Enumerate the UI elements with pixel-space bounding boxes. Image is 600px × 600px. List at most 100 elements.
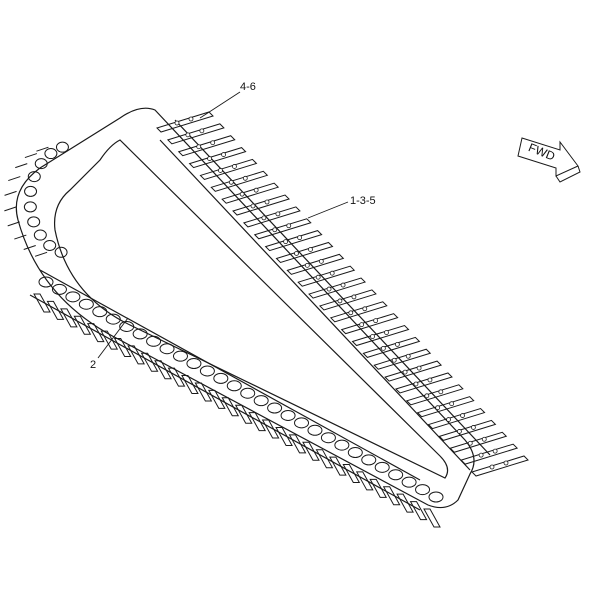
- chain-link: [267, 402, 283, 414]
- shoe-bolt: [207, 156, 212, 161]
- shoe-bolt: [471, 425, 476, 430]
- chain-link: [146, 335, 162, 347]
- shoe-bolt: [467, 440, 473, 446]
- shoe-bolt: [457, 429, 462, 434]
- upper-run-edge: [159, 139, 471, 471]
- shoe-bolt: [239, 191, 245, 197]
- track-shoe: [315, 449, 334, 469]
- shoe-bolt: [478, 452, 484, 458]
- track-shoe: [275, 426, 293, 446]
- chain-link: [294, 417, 310, 429]
- chain-link: [172, 350, 188, 362]
- track-shoe: [140, 352, 159, 372]
- shoe-bolt: [481, 436, 487, 442]
- shoe-bolt: [261, 215, 267, 221]
- chain-link: [51, 283, 67, 295]
- track-shoe: [342, 464, 361, 484]
- track-shoe: [423, 508, 441, 528]
- chain-link: [23, 201, 37, 213]
- shoe-bolt: [348, 310, 354, 316]
- shoe-bolt: [253, 187, 259, 193]
- chain-link: [240, 387, 256, 399]
- shoe-bolt: [362, 306, 368, 312]
- shoe-bolt: [308, 247, 313, 252]
- track-shoe: [261, 419, 280, 439]
- track-shoe: [369, 478, 388, 498]
- track-shoe: [409, 501, 428, 521]
- callout-label-1-3-5: 1-3-5: [350, 195, 376, 207]
- track-shoe: [73, 315, 92, 335]
- chain-link: [320, 432, 336, 444]
- shoe-bolt: [427, 377, 433, 383]
- shoe-bolt: [174, 120, 180, 126]
- chain-link: [27, 171, 41, 183]
- chain-link: [334, 439, 350, 451]
- track-shoe: [60, 308, 78, 328]
- track-shoe: [194, 382, 213, 402]
- upper-run-edge-2: [174, 119, 491, 456]
- track-shoe: [15, 163, 28, 169]
- shoe-bolt: [438, 389, 444, 395]
- shoe-bolt: [337, 298, 343, 304]
- chain-link: [43, 239, 57, 251]
- callout-label-2: 2: [90, 359, 96, 371]
- chain-link: [428, 491, 444, 503]
- shoe-bolt: [297, 235, 303, 241]
- chain-link: [186, 358, 202, 370]
- track-shoe: [396, 493, 414, 513]
- shoe-bolt: [294, 251, 299, 256]
- shoe-bolt: [221, 152, 226, 157]
- shoe-bolt: [218, 168, 223, 173]
- shoe-bolt: [394, 341, 400, 347]
- callout-leader-1-3-5: [307, 201, 349, 219]
- chain-link: [44, 148, 58, 160]
- shoe-bolt: [232, 164, 237, 169]
- callout-label-4-6: 4-6: [240, 81, 256, 93]
- chain-link: [132, 328, 148, 340]
- chain-link: [27, 216, 41, 228]
- track-shoe: [8, 176, 21, 182]
- track-shoe: [46, 300, 65, 320]
- shoe-bolt: [435, 405, 441, 411]
- track-inner-outline: [53, 139, 449, 479]
- chain-link: [280, 409, 296, 421]
- shoe-bolts: [174, 116, 509, 470]
- chain-link: [226, 380, 242, 392]
- shoe-bolt: [489, 464, 495, 470]
- track-shoe: [221, 397, 240, 417]
- track-shoe: [154, 360, 172, 380]
- chain-link: [388, 469, 404, 481]
- shoe-bolt: [340, 282, 346, 288]
- track-shoe: [127, 345, 145, 365]
- shoe-bolt: [315, 274, 321, 280]
- shoe-bolt: [384, 330, 389, 335]
- shoe-bolt: [283, 239, 289, 245]
- track-shoe: [113, 337, 132, 357]
- chain-link: [34, 158, 48, 170]
- lower-track-shoes: [4, 146, 441, 528]
- track-shoe: [86, 323, 105, 343]
- shoe-bolt: [416, 365, 422, 371]
- shoe-bolt: [373, 318, 379, 324]
- track-shoe: [23, 245, 36, 250]
- chain-link: [347, 447, 363, 459]
- chain-link: [361, 454, 377, 466]
- chain-link: [119, 320, 135, 332]
- shoe-bolt: [446, 417, 451, 422]
- chain-link: [38, 276, 54, 288]
- track-shoe: [4, 190, 17, 196]
- shoe-bolt: [424, 393, 430, 399]
- chain-link: [105, 313, 121, 325]
- chain-link: [55, 141, 69, 153]
- chain-link: [54, 246, 68, 258]
- chain-link: [401, 476, 417, 488]
- shoe-bolt: [326, 286, 332, 292]
- chain-link: [374, 461, 390, 473]
- chain-link: [24, 185, 38, 197]
- chain-link: [307, 424, 323, 436]
- shoe-bolt: [188, 116, 194, 122]
- shoe-bolt: [272, 227, 278, 233]
- track-shoe: [382, 486, 401, 506]
- shoe-bolt: [275, 211, 281, 217]
- track-shoe: [207, 389, 226, 409]
